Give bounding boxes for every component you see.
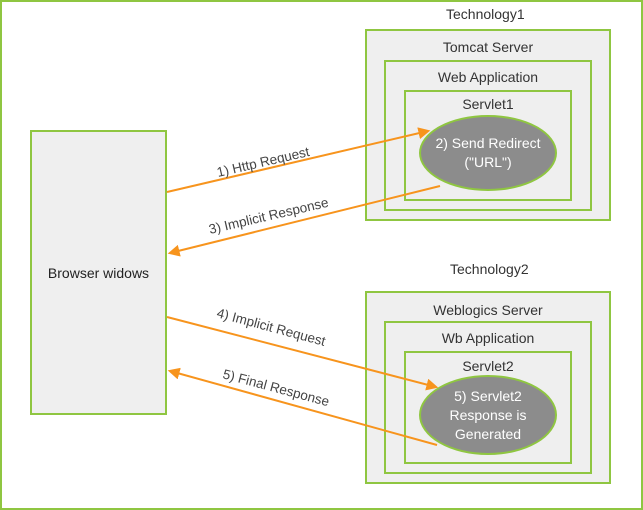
technology1-title: Technology1 bbox=[446, 6, 525, 22]
servlet2-response-line-1: 5) Servlet2 bbox=[454, 387, 522, 404]
tomcat-server-label: Tomcat Server bbox=[442, 39, 534, 55]
implicit-request-arrow: 4) Implicit Request bbox=[166, 305, 439, 391]
technology2-title: Technology2 bbox=[450, 261, 529, 277]
http-request-arrow: 1) Http Request bbox=[166, 127, 431, 193]
send-redirect-line-1: 2) Send Redirect bbox=[435, 135, 541, 151]
final-response-label: 5) Final Response bbox=[221, 366, 331, 409]
final-response-arrow: 5) Final Response bbox=[167, 366, 438, 446]
browser-window-label: Browser widows bbox=[47, 264, 150, 281]
servlet2-response-ellipse: 5) Servlet2 Response is Generated bbox=[419, 375, 557, 455]
weblogics-server-label: Weblogics Server bbox=[433, 302, 543, 318]
send-redirect-line-2: ("URL") bbox=[464, 154, 512, 170]
servlet2-response-line-3: Generated bbox=[454, 425, 522, 442]
web-application-label: Web Application bbox=[437, 69, 539, 85]
implicit-request-label: 4) Implicit Request bbox=[215, 305, 327, 348]
servlet2-response-line-2: Response is bbox=[449, 406, 527, 423]
wb-application-label: Wb Application bbox=[441, 330, 535, 346]
browser-window-box: Browser widows bbox=[30, 130, 167, 415]
implicit-response-label: 3) Implicit Response bbox=[207, 195, 330, 237]
servlet1-label: Servlet1 bbox=[462, 96, 514, 112]
servlet2-label: Servlet2 bbox=[462, 358, 514, 374]
send-redirect-ellipse: 2) Send Redirect ("URL") bbox=[419, 115, 557, 191]
implicit-response-arrow: 3) Implicit Response bbox=[167, 185, 441, 257]
